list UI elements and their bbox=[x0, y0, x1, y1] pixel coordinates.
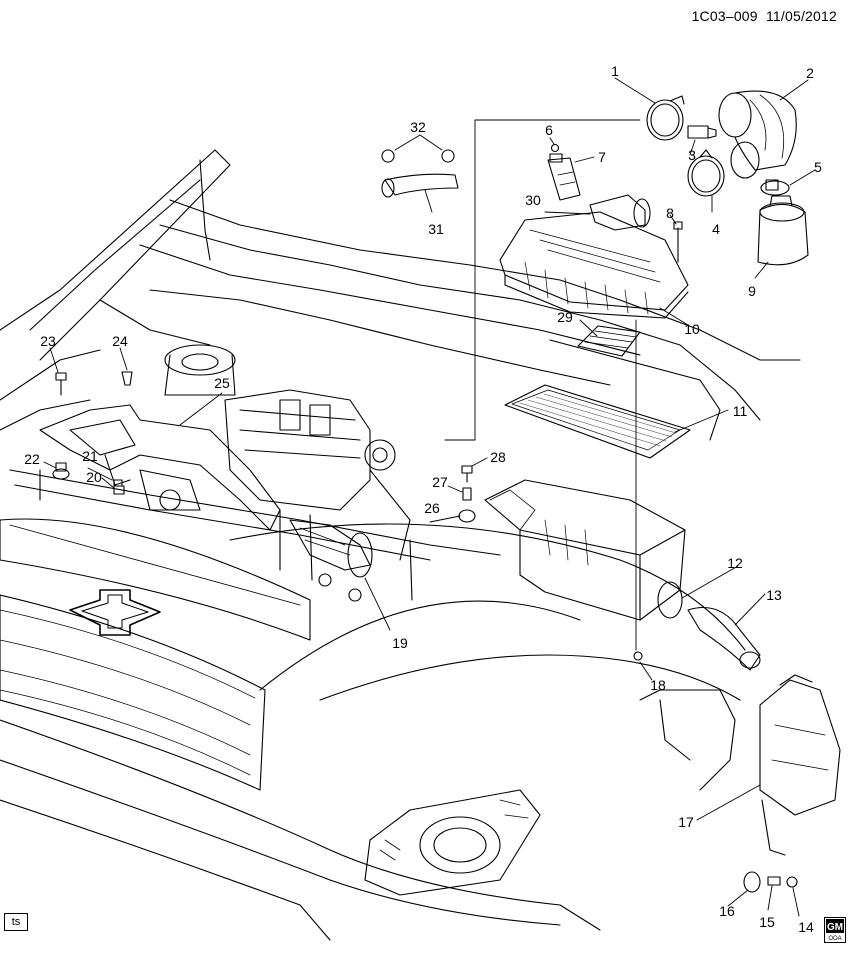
callout-23: 23 bbox=[40, 333, 56, 349]
part-27-spacer bbox=[462, 487, 472, 501]
part-32-clamps bbox=[381, 149, 455, 163]
callout-2: 2 bbox=[806, 65, 814, 81]
diagram-code: 1C03–009 bbox=[691, 8, 758, 24]
callout-1: 1 bbox=[611, 63, 619, 79]
part-21-insert bbox=[113, 479, 123, 487]
callout-18: 18 bbox=[650, 677, 666, 693]
part-4-clamp bbox=[687, 149, 725, 197]
part-28-bolt bbox=[461, 465, 473, 483]
part-3-connector bbox=[687, 125, 717, 139]
part-22-isolator bbox=[52, 462, 70, 480]
part-16-grommet bbox=[743, 871, 761, 893]
diagram-header: 1C03–009 11/05/2012 bbox=[692, 8, 837, 24]
part-7-sensor bbox=[547, 153, 581, 201]
callout-25: 25 bbox=[214, 375, 230, 391]
part-8-bolt bbox=[673, 221, 683, 263]
callout-10: 10 bbox=[684, 321, 700, 337]
callout-17: 17 bbox=[678, 814, 694, 830]
part-31-hose bbox=[381, 173, 459, 198]
part-17-resonator bbox=[759, 674, 841, 856]
diagram-tag: ts bbox=[4, 913, 28, 931]
engine bbox=[139, 389, 411, 602]
callout-30: 30 bbox=[525, 192, 541, 208]
callout-9: 9 bbox=[748, 283, 756, 299]
part-25-duct bbox=[39, 404, 281, 531]
callout-15: 15 bbox=[759, 914, 775, 930]
part-26-grommet bbox=[458, 509, 476, 523]
callout-labels: 1 2 3 4 5 6 7 8 9 10 11 12 13 14 15 16 1… bbox=[24, 63, 822, 935]
callout-13: 13 bbox=[766, 587, 782, 603]
part-30-outlet bbox=[589, 194, 651, 231]
callout-29: 29 bbox=[557, 309, 573, 325]
callout-4: 4 bbox=[712, 221, 720, 237]
part-11-filter bbox=[504, 384, 691, 459]
callout-20: 20 bbox=[86, 469, 102, 485]
diagram-date: 11/05/2012 bbox=[765, 8, 837, 24]
callout-5: 5 bbox=[814, 159, 822, 175]
part-5-clamp bbox=[760, 179, 790, 196]
part-10-cover bbox=[499, 211, 689, 319]
callout-24: 24 bbox=[112, 333, 128, 349]
part-2-duct bbox=[718, 90, 797, 179]
part-15-stud bbox=[767, 876, 781, 886]
leader-lines bbox=[43, 77, 816, 917]
callout-27: 27 bbox=[432, 474, 448, 490]
part-14-washer bbox=[786, 876, 798, 888]
callout-8: 8 bbox=[666, 205, 674, 221]
callout-12: 12 bbox=[727, 555, 743, 571]
callout-32: 32 bbox=[410, 119, 426, 135]
part-13-hose bbox=[687, 606, 761, 671]
callout-16: 16 bbox=[719, 903, 735, 919]
callout-6: 6 bbox=[545, 122, 553, 138]
part-12-housing bbox=[484, 479, 686, 621]
callout-22: 22 bbox=[24, 451, 40, 467]
part-18-clip bbox=[633, 651, 643, 661]
part-1-clamp bbox=[646, 95, 685, 141]
gm-logo: GM OOA bbox=[824, 917, 846, 943]
callout-26: 26 bbox=[424, 500, 440, 516]
part-6-screw bbox=[550, 143, 560, 153]
callout-21: 21 bbox=[82, 448, 98, 464]
part-23-bolt bbox=[55, 372, 67, 396]
car-body-outline bbox=[0, 149, 801, 941]
callout-14: 14 bbox=[798, 919, 814, 935]
part-24-clip bbox=[121, 371, 133, 386]
callout-11: 11 bbox=[733, 403, 748, 419]
callout-3: 3 bbox=[688, 147, 696, 163]
callout-28: 28 bbox=[490, 449, 506, 465]
part-19-intake bbox=[289, 519, 373, 578]
callout-31: 31 bbox=[428, 221, 444, 237]
callout-19: 19 bbox=[392, 635, 408, 651]
callout-7: 7 bbox=[598, 149, 606, 165]
svg-text:OOA: OOA bbox=[828, 936, 841, 942]
part-29-insert bbox=[577, 325, 641, 357]
svg-text:GM: GM bbox=[827, 922, 843, 933]
part-9-resonator bbox=[757, 195, 809, 266]
